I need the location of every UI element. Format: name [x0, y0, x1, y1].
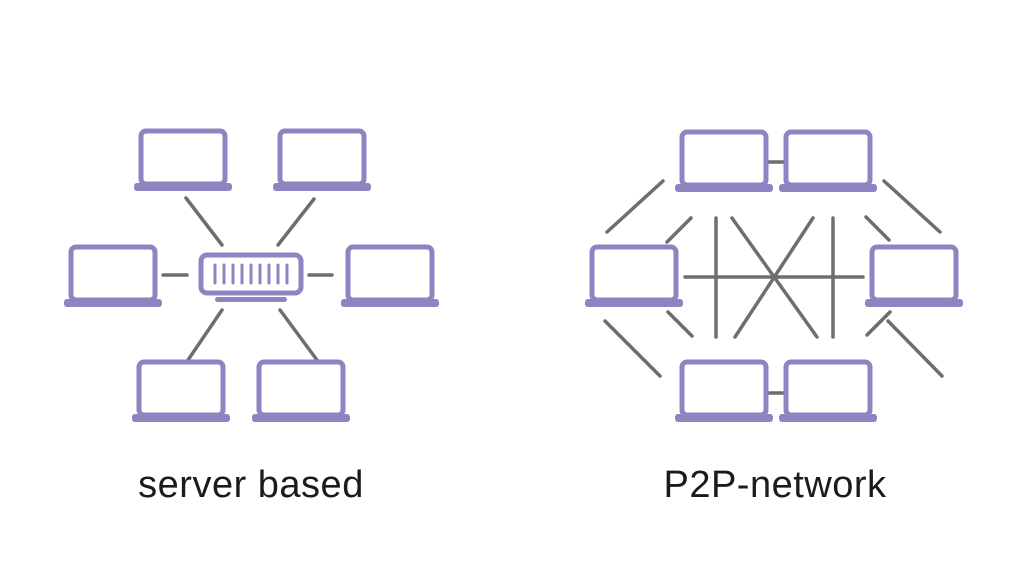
connection-line	[864, 215, 891, 242]
diagram-server-based	[64, 128, 439, 422]
connection-line	[184, 196, 224, 247]
laptop-icon	[134, 128, 232, 191]
p2p-network-label: P2P-network	[663, 464, 887, 506]
connection-line	[886, 319, 944, 378]
connection-line	[665, 216, 693, 244]
laptop-icon	[252, 359, 350, 422]
diagram-p2p-network	[585, 129, 963, 422]
server-base-bar	[215, 297, 287, 302]
connection-line	[603, 319, 662, 378]
laptop-icon	[865, 244, 963, 307]
connection-line	[733, 216, 815, 339]
connection-line	[605, 179, 665, 234]
laptop-icon	[273, 128, 371, 191]
server-icon	[198, 252, 304, 302]
laptop-icon	[64, 244, 162, 307]
server-based-label: server based	[138, 464, 364, 506]
laptop-icon	[675, 129, 773, 192]
laptop-icon	[132, 359, 230, 422]
laptop-icon	[585, 244, 683, 307]
connection-line	[278, 308, 319, 362]
connection-line	[666, 310, 694, 338]
connection-line	[865, 310, 892, 337]
laptop-icon	[779, 129, 877, 192]
laptop-icon	[675, 359, 773, 422]
connection-line	[882, 179, 942, 234]
laptop-icon	[341, 244, 439, 307]
laptop-icon	[779, 359, 877, 422]
connection-line	[186, 308, 224, 362]
connection-line	[276, 197, 316, 247]
